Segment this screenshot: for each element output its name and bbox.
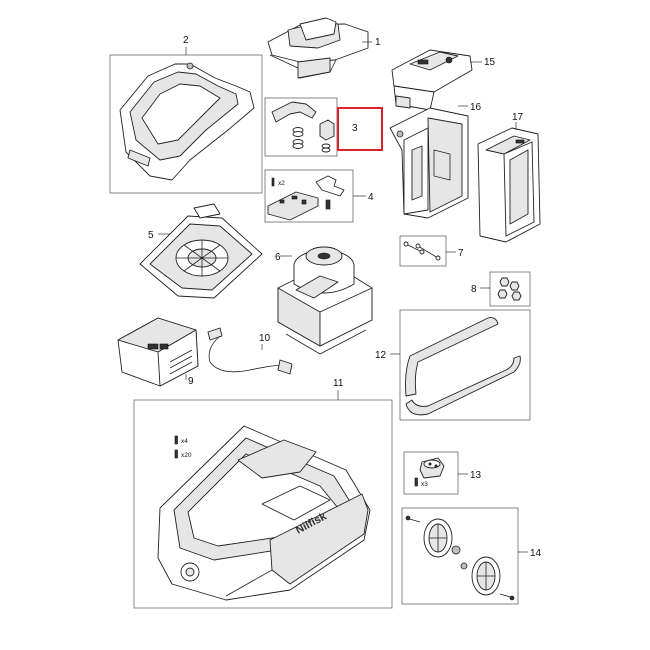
part-6-motor-unit[interactable] — [277, 246, 373, 355]
part-13-box — [403, 451, 459, 495]
part-9-charger[interactable] — [117, 317, 199, 387]
part-11-box — [133, 399, 393, 609]
part-12-bumper-strips[interactable] — [405, 317, 521, 416]
part-3-latch-kit[interactable] — [271, 101, 335, 153]
part-6-label[interactable]: 6 — [275, 252, 281, 263]
part-10-label[interactable]: 10 — [259, 333, 271, 344]
part-10-power-cord[interactable] — [207, 327, 293, 375]
part-4-label[interactable]: 4 — [368, 192, 374, 203]
part-16-battery-compartment[interactable] — [389, 107, 469, 219]
part-4-screw-qty: x2 — [278, 180, 285, 187]
part-7-cable-links[interactable] — [403, 241, 441, 261]
part-7-label[interactable]: 7 — [458, 248, 464, 259]
part-17-label[interactable]: 17 — [512, 112, 524, 123]
part-13-screw-qty: x3 — [421, 481, 428, 488]
part-11-screw-set: x4 x20 — [174, 435, 192, 459]
part-8-box — [489, 271, 531, 307]
part-2-label[interactable]: 2 — [183, 35, 189, 46]
part-9-label[interactable]: 9 — [188, 376, 194, 387]
part-1-label[interactable]: 1 — [375, 37, 381, 48]
part-11-label[interactable]: 11 — [333, 378, 344, 389]
part-7-box — [399, 235, 447, 267]
part-8-nut-set[interactable] — [497, 277, 522, 301]
part-8-label[interactable]: 8 — [471, 284, 477, 295]
part-2-lid[interactable] — [119, 62, 255, 181]
part-11-screw-qty-a: x4 — [181, 438, 188, 445]
part-3-label[interactable]: 3 — [352, 123, 358, 134]
part-11-vacuum-body[interactable]: Nilfisk — [157, 425, 371, 601]
part-12-box — [399, 309, 531, 421]
part-13-castor-wheel[interactable]: x3 — [414, 457, 445, 488]
part-14-wheel-set[interactable] — [405, 515, 515, 601]
part-12-label[interactable]: 12 — [375, 350, 387, 361]
part-5-filter-basket[interactable] — [139, 203, 263, 299]
part-4-pcb-kit[interactable]: x2 — [267, 175, 345, 221]
part-16-label[interactable]: 16 — [470, 102, 482, 113]
part-17-battery-pack[interactable] — [477, 127, 541, 243]
part-15-label[interactable]: 15 — [484, 57, 496, 68]
part-13-label[interactable]: 13 — [470, 470, 482, 481]
part-15-battery-top[interactable] — [391, 49, 473, 111]
part-11-screw-qty-b: x20 — [181, 452, 192, 459]
part-5-label[interactable]: 5 — [148, 230, 154, 241]
part-1-handle-cover[interactable] — [267, 17, 369, 79]
part-3-highlight-frame — [337, 107, 383, 151]
part-14-label[interactable]: 14 — [530, 548, 542, 559]
part-14-box — [401, 507, 519, 605]
